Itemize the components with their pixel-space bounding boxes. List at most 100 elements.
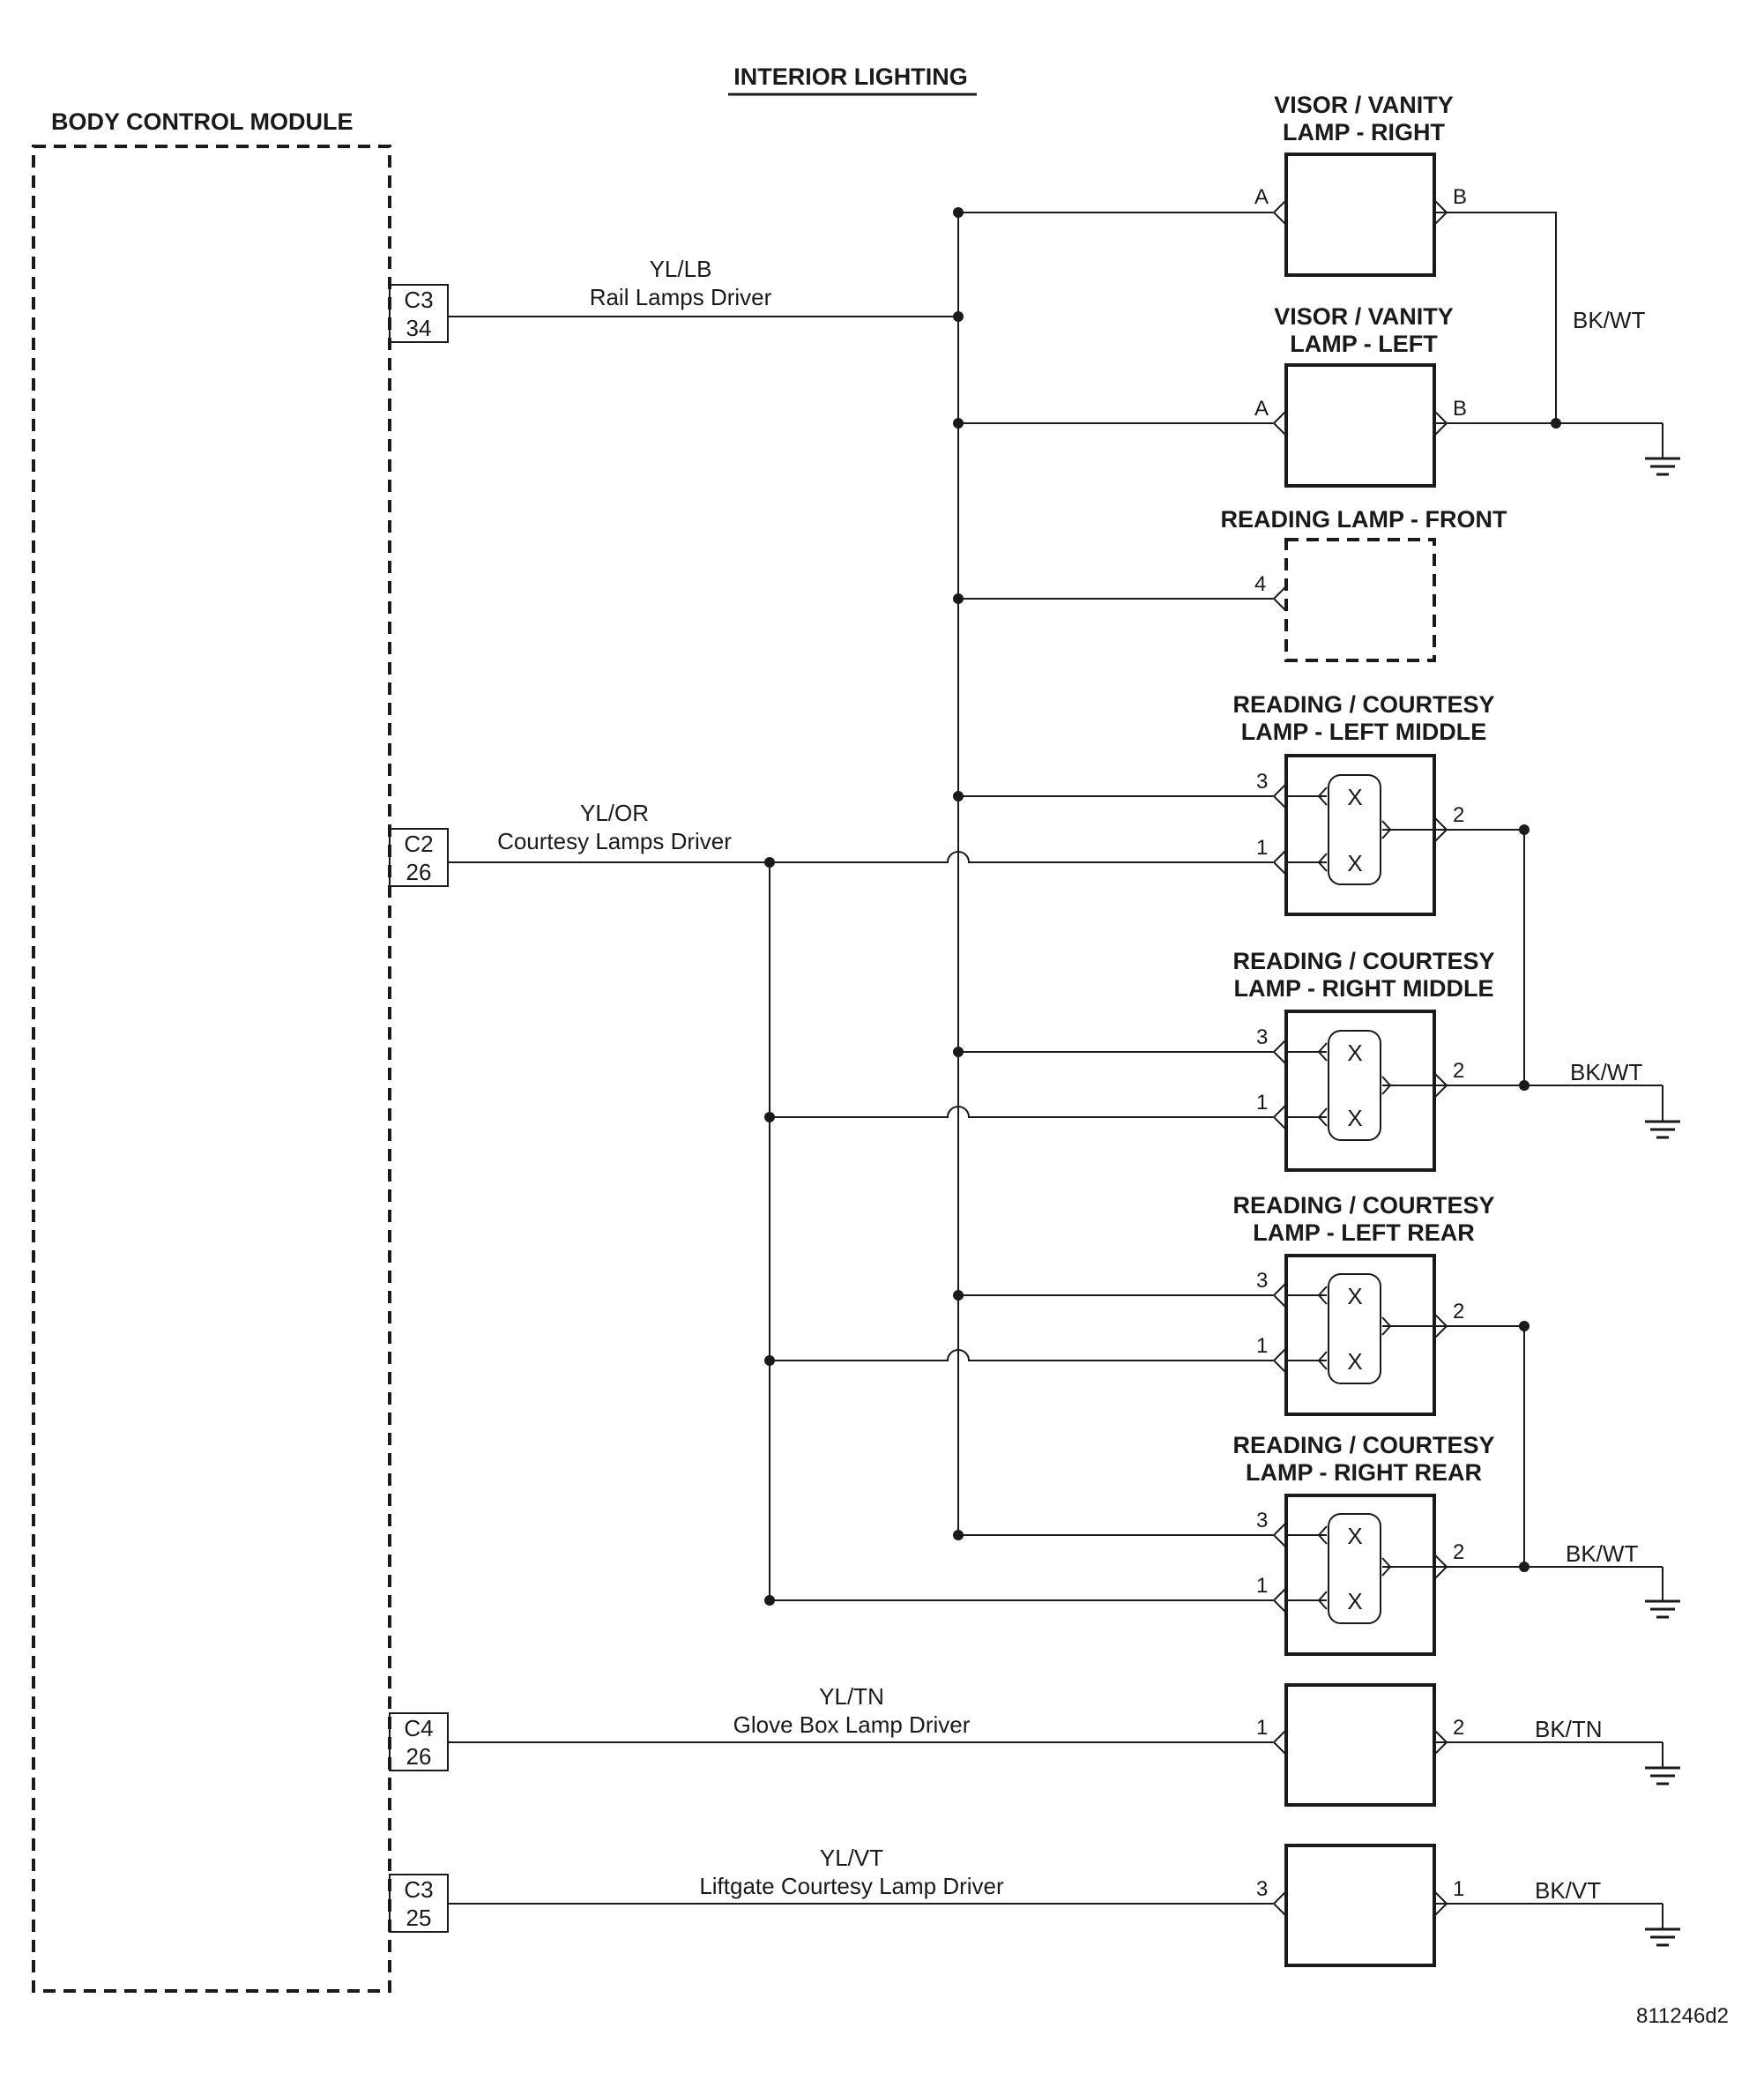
lamp-reading-front: READING LAMP - FRONT 4 (1221, 506, 1507, 662)
switch-contacts-icon (1286, 1525, 1434, 1610)
lamp-reading-courtesy-left-rear: READING / COURTESY LAMP - LEFT REAR X X … (1232, 1192, 1495, 1416)
connector-terminal-icon (1272, 1890, 1287, 1917)
pin-label: A (1254, 185, 1269, 209)
pin-label: 2 (1453, 1300, 1464, 1323)
connector-terminal-icon (1272, 783, 1287, 809)
ground-wire-label: BK/WT (1566, 1540, 1638, 1567)
body-control-module-box (32, 145, 391, 1993)
lamp-title-line1: READING / COURTESY (1232, 1432, 1494, 1458)
pin-label: A (1254, 397, 1269, 421)
connector-label: C4 (404, 1715, 433, 1741)
switch-mark: X (1347, 784, 1362, 810)
pin-label: B (1453, 185, 1467, 209)
module-connector-c4-26: C4 26 (389, 1712, 449, 1771)
switch-body-icon (1328, 1513, 1381, 1624)
connector-label: C2 (404, 831, 433, 857)
pin-label: 1 (1256, 836, 1268, 860)
pin-label: 1 (1453, 1877, 1464, 1901)
connector-pin: 26 (406, 859, 432, 885)
ground-symbol-icon (1645, 1766, 1680, 1786)
pin-label: 3 (1256, 1877, 1268, 1901)
lamp-visor-vanity-right: VISOR / VANITY LAMP - RIGHT A B (1254, 92, 1467, 277)
ground-wire-label: BK/TN (1535, 1716, 1603, 1742)
connector-terminal-icon (1272, 849, 1287, 876)
pin-label: 1 (1256, 1574, 1268, 1598)
lamp-title: READING LAMP - FRONT (1221, 506, 1507, 533)
module-connector-c2-26: C2 26 (389, 828, 449, 887)
ground-symbol-icon (1645, 1599, 1680, 1619)
switch-contacts-icon (1286, 1286, 1434, 1370)
connector-terminal-icon (1272, 1282, 1287, 1308)
switch-mark: X (1347, 1105, 1362, 1131)
circuit-wire-rail: YL/LB (650, 256, 712, 282)
lamp-title-line2: LAMP - RIGHT REAR (1246, 1459, 1482, 1486)
wire-courtesy-to-right-middle (770, 1106, 1273, 1118)
connector-terminal-icon (1272, 199, 1287, 226)
switch-contacts-icon (1286, 1042, 1434, 1127)
ground-wire-label: BK/VT (1535, 1877, 1601, 1904)
lamp-title-line1: VISOR / VANITY (1274, 303, 1454, 330)
lamp-title-line2: LAMP - LEFT (1290, 331, 1438, 357)
lamp-title-line1: READING / COURTESY (1232, 948, 1494, 974)
pin-label: 1 (1256, 1716, 1268, 1740)
circuit-name-liftgate: Liftgate Courtesy Lamp Driver (699, 1873, 1004, 1899)
pin-label: 2 (1453, 1059, 1464, 1083)
ground-symbol-icon (1645, 1927, 1680, 1947)
connector-terminal-icon (1433, 1072, 1448, 1099)
connector-terminal-icon (1433, 1729, 1448, 1756)
circuit-name-rail: Rail Lamps Driver (590, 284, 772, 310)
switch-body-icon (1328, 1273, 1381, 1384)
lamp-title-line2: LAMP - LEFT MIDDLE (1241, 719, 1486, 745)
switch-mark: X (1347, 1283, 1362, 1309)
wire-courtesy-to-left-rear (770, 1349, 1273, 1361)
pin-label: 3 (1256, 1269, 1268, 1293)
connector-pin: 34 (406, 315, 432, 341)
connector-pin: 25 (406, 1905, 432, 1931)
lamp-reading-courtesy-left-middle: READING / COURTESY LAMP - LEFT MIDDLE X … (1232, 691, 1495, 916)
switch-mark: X (1347, 1523, 1362, 1549)
connector-terminal-icon (1433, 1890, 1448, 1917)
pin-label: 3 (1256, 1025, 1268, 1049)
pin-label: 1 (1256, 1334, 1268, 1358)
pin-label: 1 (1256, 1091, 1268, 1115)
connector-terminal-icon (1433, 410, 1448, 436)
connector-terminal-icon (1433, 816, 1448, 843)
wire-courtesy-to-left-middle (448, 851, 1273, 863)
connector-terminal-icon (1272, 410, 1287, 436)
connector-terminal-icon (1272, 1104, 1287, 1130)
switch-body-icon (1328, 774, 1381, 885)
pin-label: 3 (1256, 770, 1268, 794)
switch-mark: X (1347, 1040, 1362, 1066)
circuit-wire-courtesy: YL/OR (580, 800, 649, 826)
switch-mark: X (1347, 1588, 1362, 1614)
connector-terminal-icon (1272, 585, 1287, 612)
pin-label: 3 (1256, 1509, 1268, 1532)
switch-body-icon (1328, 1030, 1381, 1141)
circuit-name-courtesy: Courtesy Lamps Driver (497, 828, 732, 854)
pin-label: B (1453, 397, 1467, 421)
lamp-title-line1: READING / COURTESY (1232, 1192, 1494, 1219)
wire-visor-right-ground (1428, 212, 1557, 423)
pin-label: 2 (1453, 1540, 1464, 1564)
pin-label: 2 (1453, 803, 1464, 827)
connector-terminal-icon (1272, 1522, 1287, 1548)
connector-label: C3 (404, 1876, 433, 1903)
circuit-wire-glovebox: YL/TN (819, 1683, 884, 1710)
module-connector-c3-25: C3 25 (389, 1874, 449, 1933)
lamp-title-line2: LAMP - LEFT REAR (1253, 1219, 1475, 1246)
ground-symbol-icon (1645, 457, 1680, 476)
switch-contacts-icon (1286, 787, 1434, 872)
connector-terminal-icon (1433, 1313, 1448, 1339)
lamp-reading-courtesy-right-middle: READING / COURTESY LAMP - RIGHT MIDDLE X… (1232, 948, 1495, 1172)
module-connector-c3-34: C3 34 (389, 284, 449, 343)
lamp-title-line1: READING / COURTESY (1232, 691, 1494, 718)
connector-terminal-icon (1272, 1039, 1287, 1065)
pin-label: 2 (1453, 1716, 1464, 1740)
figure-id: 811246d2 (1636, 2004, 1729, 2028)
lamp-title-line2: LAMP - RIGHT (1283, 119, 1445, 145)
connector-terminal-icon (1272, 1347, 1287, 1374)
circuit-wire-liftgate: YL/VT (820, 1845, 883, 1871)
ground-wire-label: BK/WT (1570, 1059, 1642, 1085)
connector-terminal-icon (1433, 1554, 1448, 1580)
